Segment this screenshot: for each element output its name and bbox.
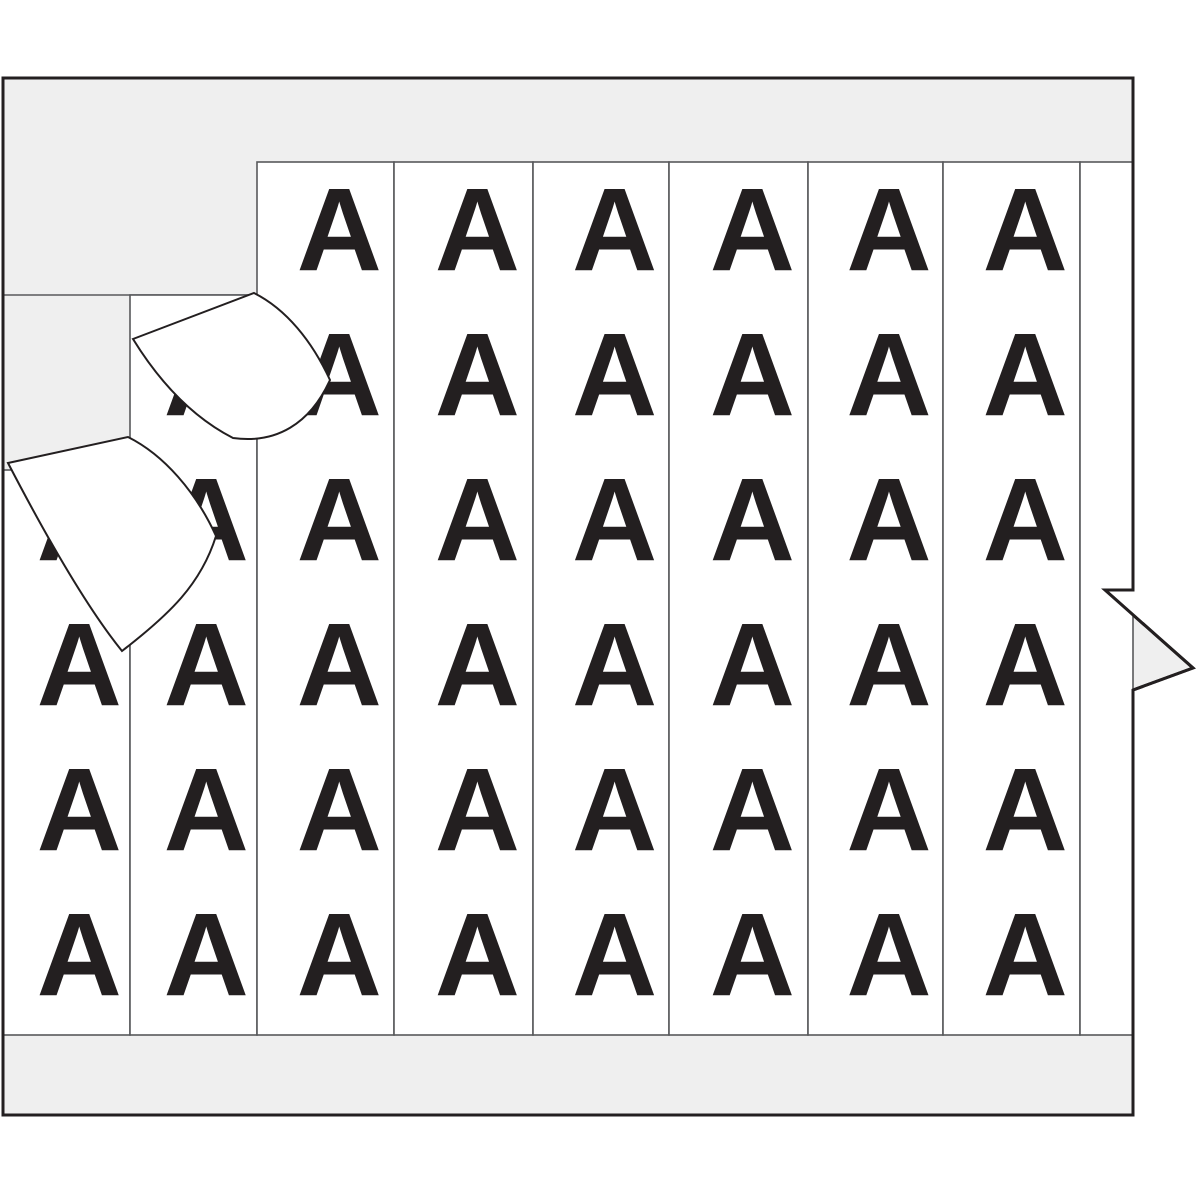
label-letter-c4-r2[interactable]: A [572,454,657,586]
label-letter-c4-r4[interactable]: A [572,744,657,876]
label-letter-c3-r1[interactable]: A [435,309,520,441]
label-letter-c4-r5[interactable]: A [572,889,657,1021]
label-letter-c2-r2[interactable]: A [297,454,382,586]
label-letter-c6-r1[interactable]: A [846,309,931,441]
label-letter-c5-r5[interactable]: A [710,889,795,1021]
label-letter-c1-r5[interactable]: A [164,889,249,1021]
label-letter-c6-r0[interactable]: A [846,164,931,296]
label-letter-c3-r4[interactable]: A [435,744,520,876]
label-letter-c3-r2[interactable]: A [435,454,520,586]
label-strip-col-5[interactable] [668,161,809,1036]
label-letter-c7-r2[interactable]: A [983,454,1068,586]
peeled-labels-layer [6,291,332,653]
label-letter-c4-r1[interactable]: A [572,309,657,441]
label-letter-c6-r3[interactable]: A [846,599,931,731]
label-letter-c2-r0[interactable]: A [297,164,382,296]
label-letter-c5-r4[interactable]: A [710,744,795,876]
label-letter-c3-r3[interactable]: A [435,599,520,731]
label-letter-c7-r1[interactable]: A [983,309,1068,441]
label-letter-c6-r2[interactable]: A [846,454,931,586]
label-letter-c5-r3[interactable]: A [710,599,795,731]
label-letter-c6-r5[interactable]: A [846,889,931,1021]
label-letter-c7-r0[interactable]: A [983,164,1068,296]
label-letter-c6-r4[interactable]: A [846,744,931,876]
printed-letters-layer: AAAAAAAAAAAAAAAAAAAAAAAAAAAAAAAAAAAAAAAA… [37,164,1068,1021]
label-letter-c1-r4[interactable]: A [164,744,249,876]
label-letter-c3-r0[interactable]: A [435,164,520,296]
label-letter-c5-r2[interactable]: A [710,454,795,586]
label-letter-c7-r5[interactable]: A [983,889,1068,1021]
peeled-label-upper[interactable] [131,291,332,440]
label-letter-c4-r3[interactable]: A [572,599,657,731]
label-strip-col-2[interactable] [256,161,395,1036]
label-letter-c2-r5[interactable]: A [297,889,382,1021]
label-letter-c1-r3[interactable]: A [164,599,249,731]
label-letter-c7-r4[interactable]: A [983,744,1068,876]
label-letter-c7-r3[interactable]: A [983,599,1068,731]
label-letter-c0-r5[interactable]: A [37,889,122,1021]
label-strip-col-7[interactable] [942,161,1081,1036]
label-letter-c2-r3[interactable]: A [297,599,382,731]
label-letter-c2-r4[interactable]: A [297,744,382,876]
label-letter-c5-r0[interactable]: A [710,164,795,296]
label-strip-col-6[interactable] [807,161,944,1036]
label-strip-group [3,161,1134,1036]
peeled-label-lower[interactable] [6,435,218,653]
sheet-outer-border [1,76,1196,1117]
label-letter-c4-r0[interactable]: A [572,164,657,296]
label-letter-c5-r1[interactable]: A [710,309,795,441]
label-strip-col-4[interactable] [532,161,670,1036]
label-letter-c0-r4[interactable]: A [37,744,122,876]
label-letter-c3-r5[interactable]: A [435,889,520,1021]
